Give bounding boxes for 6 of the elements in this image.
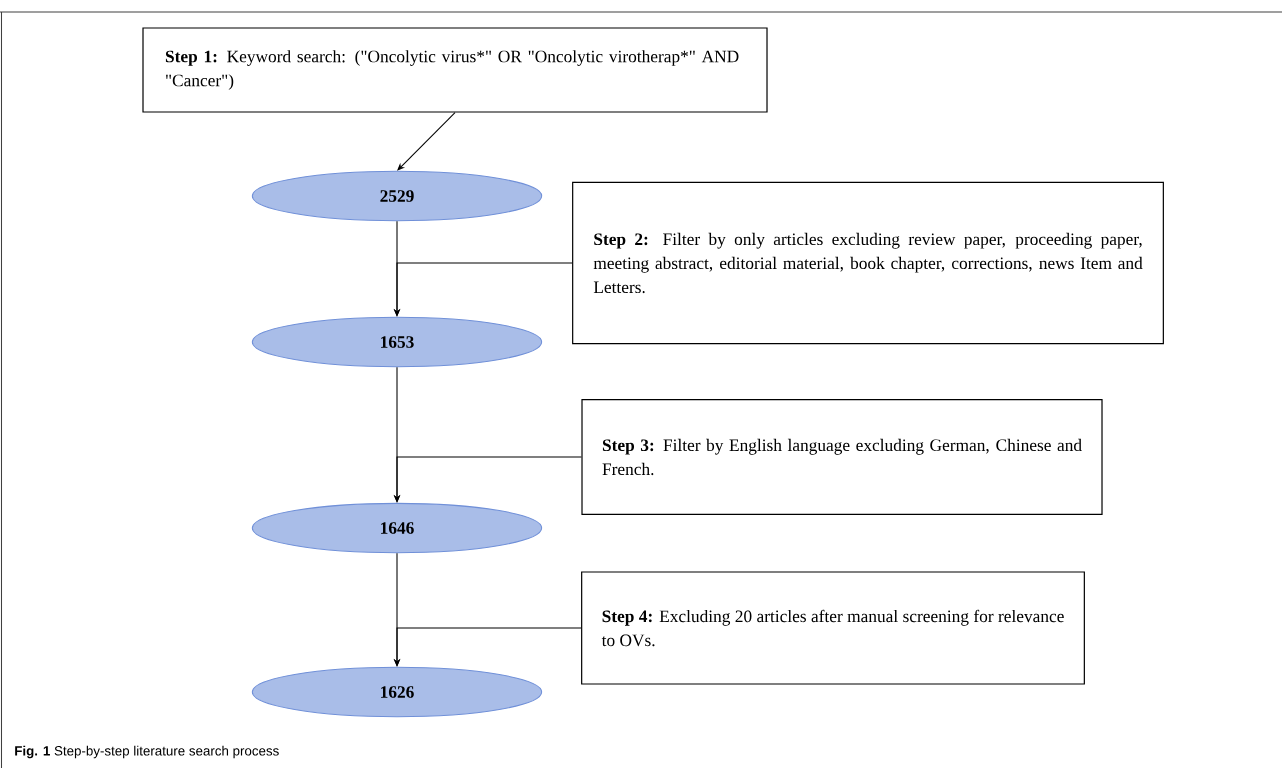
- figure-caption: Fig. 1 Step-by-step literature search process: [15, 745, 279, 759]
- step-box: Step 2: Filter by only articles excluding review paper, proceeding paper, meeting abstract, editorial material, book chapter, corrections, news Item and Letters.: [572, 181, 1164, 345]
- arrow: [397, 112, 456, 171]
- step-box: Step 4: Excluding 20 articles after manual screening for relevance to OVs.: [581, 571, 1085, 685]
- step-box: Step 1: Keyword search: ("Oncolytic virus*" OR "Oncolytic virotherap*" AND "Cancer"): [142, 27, 768, 113]
- step-box: Step 3: Filter by English language excluding German, Chinese and French.: [581, 399, 1103, 515]
